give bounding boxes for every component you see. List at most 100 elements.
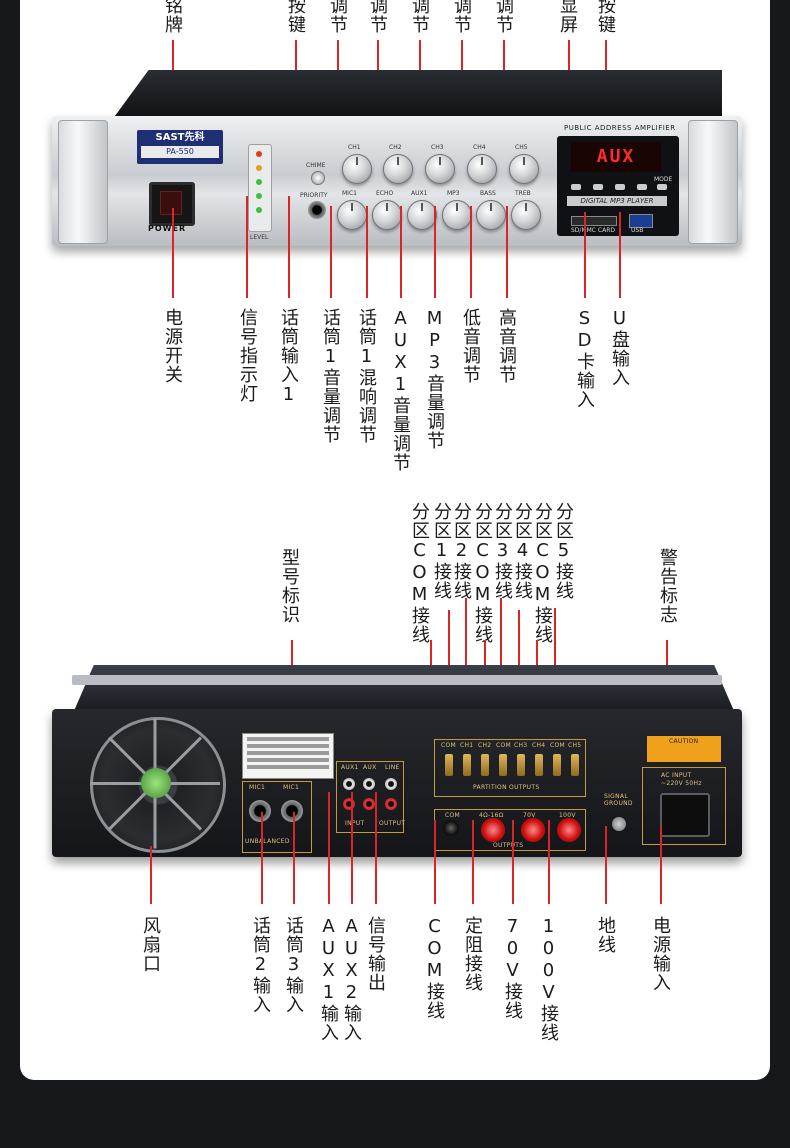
knob-label: TREB bbox=[515, 190, 531, 197]
ch2-knob[interactable] bbox=[383, 154, 413, 184]
line-rca-white[interactable] bbox=[385, 778, 397, 790]
signal-ground-terminal[interactable] bbox=[612, 817, 626, 831]
mic2-input-jack[interactable] bbox=[249, 800, 271, 822]
rear-top-label: 分区2接线 bbox=[451, 502, 472, 600]
front-top-label: 调节 bbox=[409, 0, 430, 34]
ch5-knob[interactable] bbox=[509, 154, 539, 184]
partition-ch5-terminal[interactable] bbox=[571, 754, 579, 776]
speaker-outputs: COM 4Ω-16Ω 70V 100V OUTPUTS bbox=[434, 809, 586, 851]
knob-label: CH5 bbox=[515, 144, 528, 151]
100v-terminal[interactable] bbox=[557, 818, 581, 842]
front-top-label: 调节 bbox=[493, 0, 514, 34]
aux1-rca-white[interactable] bbox=[343, 778, 355, 790]
front-top-label: 调节 bbox=[451, 0, 472, 34]
out-label: COM bbox=[445, 812, 460, 819]
level-led-column bbox=[248, 144, 272, 232]
callout-line bbox=[261, 812, 263, 904]
callout-line bbox=[150, 846, 152, 904]
callout-line bbox=[328, 792, 330, 904]
sd-card-slot[interactable] bbox=[571, 216, 617, 226]
partition-com-terminal[interactable] bbox=[553, 754, 561, 776]
rack-handle-right bbox=[688, 120, 738, 244]
partition-ch2-terminal[interactable] bbox=[481, 754, 489, 776]
led-indicator bbox=[256, 151, 262, 157]
power-switch[interactable] bbox=[149, 182, 195, 226]
70v-terminal[interactable] bbox=[521, 818, 545, 842]
ch4-knob[interactable] bbox=[467, 154, 497, 184]
mic1-input-jack[interactable] bbox=[308, 201, 326, 219]
mp3-volume-knob[interactable] bbox=[442, 200, 472, 230]
aux-label: AUX1 bbox=[341, 764, 359, 771]
front-bottom-label: 话筒1音量调节 bbox=[320, 308, 341, 444]
amplifier-front-panel: SAST先科 PA-550 POWER LEVEL CHIME PRIORITY bbox=[52, 70, 742, 260]
front-bottom-label: U盘输入 bbox=[609, 308, 630, 387]
partition-ch4-terminal[interactable] bbox=[535, 754, 543, 776]
term-label: COM bbox=[550, 742, 565, 749]
amplifier-rear-panel: MIC1 MIC1 UNBALANCED AUX1 AUX LINE INPUT… bbox=[52, 665, 742, 865]
rear-top-label: 分区COM接线 bbox=[409, 502, 430, 644]
callout-line bbox=[548, 820, 550, 904]
rear-bottom-label: 地线 bbox=[595, 916, 616, 954]
mic3-input-jack[interactable] bbox=[281, 800, 303, 822]
rear-bottom-label: 定阻接线 bbox=[462, 916, 483, 992]
rear-bottom-label: 话筒2输入 bbox=[250, 916, 271, 1014]
aux1-volume-knob[interactable] bbox=[407, 200, 437, 230]
mode-button[interactable] bbox=[657, 184, 667, 190]
rear-top-label: 型号标识 bbox=[279, 548, 300, 624]
callout-line bbox=[512, 820, 514, 904]
rear-bottom-label: AUX1输入 bbox=[318, 916, 339, 1042]
chime-button[interactable] bbox=[311, 171, 325, 185]
com-terminal[interactable] bbox=[443, 820, 459, 836]
repeat-button[interactable] bbox=[637, 184, 647, 190]
line-rca-red[interactable] bbox=[385, 798, 397, 810]
mic1-volume-knob[interactable] bbox=[337, 200, 367, 230]
bass-knob[interactable] bbox=[476, 200, 506, 230]
callout-line bbox=[470, 206, 472, 298]
ch3-knob[interactable] bbox=[425, 154, 455, 184]
model-label-sticker bbox=[242, 733, 334, 779]
mic-label: MIC1 bbox=[249, 784, 266, 791]
mic-sub-label: UNBALANCED bbox=[245, 838, 290, 845]
ac-voltage-label: ~220V 50Hz bbox=[661, 780, 702, 787]
callout-line bbox=[434, 206, 436, 298]
rear-bottom-label: 信号输出 bbox=[365, 916, 386, 992]
front-bottom-label: 高音调节 bbox=[496, 308, 517, 384]
front-bottom-label: 信号指示灯 bbox=[237, 308, 258, 403]
knob-label: CH3 bbox=[431, 144, 444, 151]
prev-button[interactable] bbox=[593, 184, 603, 190]
ch1-knob[interactable] bbox=[342, 154, 372, 184]
term-label: COM bbox=[441, 742, 456, 749]
aux2-rca-red[interactable] bbox=[363, 798, 375, 810]
knob-label: CH1 bbox=[348, 144, 361, 151]
next-button[interactable] bbox=[615, 184, 625, 190]
front-bottom-label: AUX1音量调节 bbox=[390, 308, 411, 472]
product-card: 铭牌 按键 调节 调节 调节 调节 调节 显屏 按键 SAST先科 PA-550… bbox=[20, 0, 770, 1080]
treble-knob[interactable] bbox=[511, 200, 541, 230]
ac-power-socket[interactable] bbox=[660, 793, 710, 837]
sd-label: SD/MMC CARD bbox=[571, 227, 615, 234]
partition-ch1-terminal[interactable] bbox=[463, 754, 471, 776]
callout-line bbox=[605, 826, 607, 904]
rear-bottom-label: 风扇口 bbox=[140, 916, 161, 973]
rear-bottom-label: 话筒3输入 bbox=[283, 916, 304, 1014]
partition-ch3-terminal[interactable] bbox=[517, 754, 525, 776]
partition-com-terminal[interactable] bbox=[445, 754, 453, 776]
brand-name: SAST先科 bbox=[155, 132, 205, 143]
echo-knob[interactable] bbox=[372, 200, 402, 230]
play-button[interactable] bbox=[571, 184, 581, 190]
aux1-rca-red[interactable] bbox=[343, 798, 355, 810]
partition-com-terminal[interactable] bbox=[499, 754, 507, 776]
front-top-label: 调节 bbox=[327, 0, 348, 34]
knob-label: AUX1 bbox=[411, 190, 428, 197]
caution-label: CAUTION bbox=[646, 735, 722, 763]
mic-input-group: MIC1 MIC1 UNBALANCED bbox=[242, 781, 312, 853]
chassis-top bbox=[74, 665, 734, 711]
callout-line bbox=[619, 212, 621, 298]
fixed-impedance-terminal[interactable] bbox=[481, 818, 505, 842]
rear-top-label: 分区COM接线 bbox=[472, 502, 493, 644]
partition-label: PARTITION OUTPUTS bbox=[473, 784, 540, 791]
aux2-rca-white[interactable] bbox=[363, 778, 375, 790]
usb-port[interactable] bbox=[629, 214, 653, 228]
rear-bottom-label: 70V接线 bbox=[502, 916, 523, 1020]
callout-line bbox=[351, 792, 353, 904]
